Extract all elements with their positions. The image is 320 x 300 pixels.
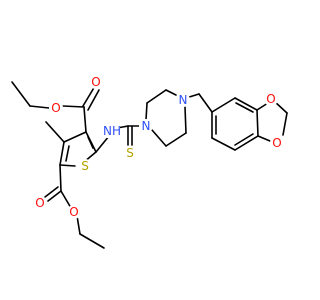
- bond-ester-top-ring: [83, 106, 87, 133]
- molecule-canvas: O O S NH S N N O: [11, 75, 288, 249]
- bond-ring-nh: [95, 135, 110, 153]
- bond-ring-c3-c2-inner: [87, 136, 94, 149]
- nitrogen-piperazine-1-label: N: [139, 119, 153, 133]
- bond-o-c-top: [62, 105, 85, 108]
- bond-ethyl-top-ch3: [11, 81, 31, 107]
- bond-bz-2: [234, 97, 258, 111]
- atom-labels: O O S NH S N N O: [33, 75, 284, 219]
- bond-dx-3: [282, 112, 288, 136]
- bond-pip-4: [151, 129, 167, 147]
- bond-ethyl-top-ch2-o: [29, 105, 50, 109]
- bond-pip-5: [165, 132, 187, 147]
- bond-ring-c5-s: [59, 164, 76, 167]
- svg-text:NH: NH: [103, 124, 121, 138]
- bond-bz-2-inner: [235, 102, 254, 113]
- bond-carbonyl-bottom-2: [44, 186, 59, 198]
- sulfur-thione-label: S: [123, 146, 137, 160]
- bond-pip-3: [165, 89, 177, 96]
- svg-text:N: N: [179, 93, 188, 107]
- bond-ring-c3-c4: [63, 131, 87, 143]
- bond-bz-4: [234, 135, 259, 151]
- svg-text:S: S: [81, 159, 89, 173]
- bond-pip-6: [184, 106, 187, 134]
- svg-text:O: O: [51, 101, 60, 115]
- bond-ring-c4-c5-inner: [65, 145, 70, 162]
- svg-text:S: S: [126, 146, 134, 160]
- bond-bz-3: [256, 109, 259, 137]
- bond-pip-2: [146, 89, 167, 104]
- bond-ring-c4-c5: [59, 141, 65, 166]
- bond-carbonyl-top-1: [82, 85, 96, 107]
- bond-bz-5: [211, 137, 236, 151]
- svg-text:O: O: [35, 196, 44, 210]
- bond-ethyl-bottom-ch3: [79, 233, 105, 249]
- svg-text:O: O: [266, 92, 275, 106]
- bond-bz-4-inner: [234, 133, 254, 146]
- svg-text:O: O: [69, 205, 78, 219]
- oxygen-bottom-ester-label: O: [67, 205, 81, 219]
- bond-ch2-ring: [198, 93, 213, 113]
- bond-dx-4: [257, 135, 271, 142]
- bond-dx-1: [256, 102, 269, 111]
- nh-label: NH: [103, 124, 121, 138]
- bond-c-o-bottom: [60, 190, 72, 209]
- bonds: [11, 81, 288, 249]
- oxygen-top-carbonyl-label: O: [89, 75, 103, 89]
- nitrogen-piperazine-2-label: N: [176, 93, 190, 107]
- oxygen-dioxole-2-label: O: [270, 136, 284, 150]
- svg-text:O: O: [91, 75, 100, 89]
- bond-carbonyl-bottom-1: [47, 190, 62, 202]
- oxygen-dioxole-1-label: O: [264, 92, 278, 106]
- bond-bz-1: [211, 97, 236, 113]
- bond-ring-ester-bottom: [59, 164, 62, 192]
- svg-text:N: N: [142, 119, 151, 133]
- bond-methyl: [45, 121, 65, 143]
- oxygen-bottom-carbonyl-label: O: [33, 196, 47, 210]
- sulfur-ring-label: S: [78, 159, 92, 173]
- structure-diagram: O O S NH S N N O: [11, 75, 288, 249]
- bond-pip-1: [145, 102, 148, 121]
- bond-o-ch2-bottom: [76, 215, 81, 235]
- bond-carbonyl-top-2: [87, 89, 100, 111]
- oxygen-top-ester-label: O: [49, 101, 63, 115]
- svg-text:O: O: [272, 136, 281, 150]
